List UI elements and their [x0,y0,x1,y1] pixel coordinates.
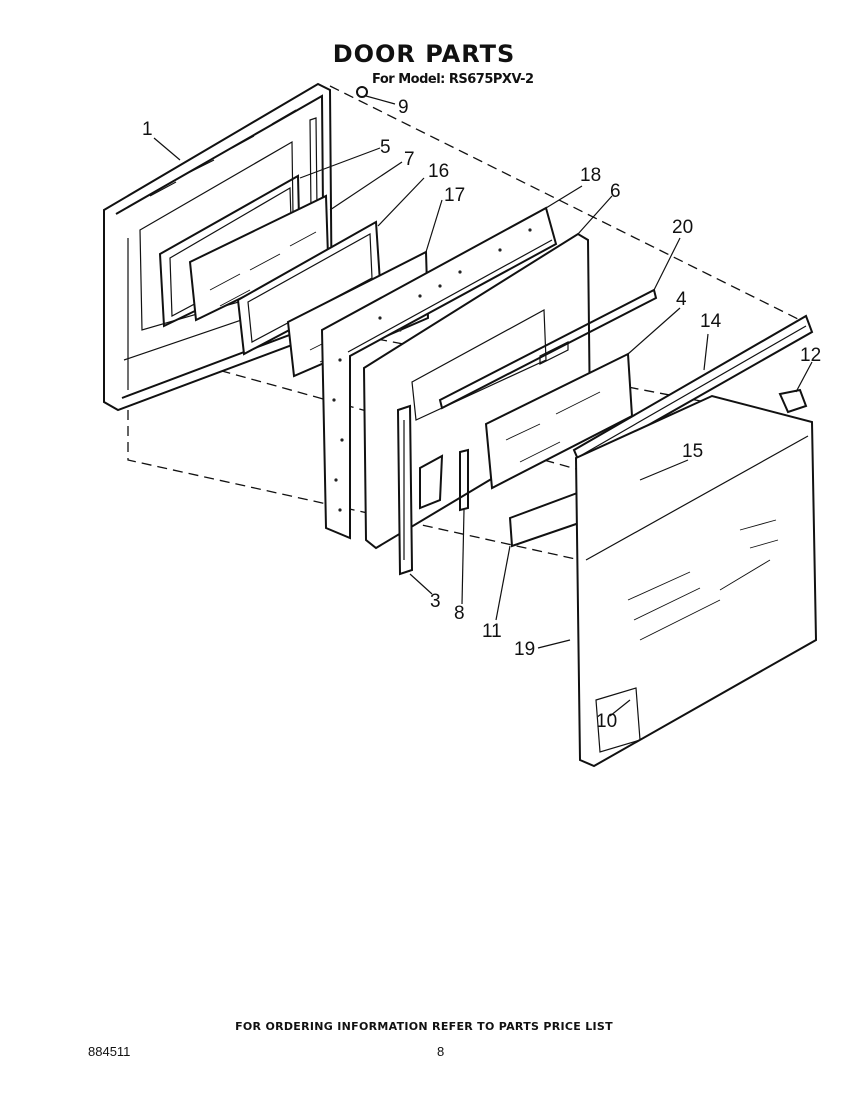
part-12-handle [778,388,808,414]
callout-15: 15 [682,441,704,462]
document-number: 884511 [88,1044,131,1059]
page-number: 8 [437,1044,445,1059]
ordering-info-note: FOR ORDERING INFORMATION REFER TO PARTS … [235,1020,613,1033]
callout-18: 18 [580,165,602,186]
callout-7: 7 [404,149,415,170]
part-20-trim [438,288,658,410]
leader-lines [153,137,813,717]
callout-4: 4 [676,289,687,310]
callout-1: 1 [142,119,153,140]
part-3-hinge [396,404,414,576]
callout-14: 14 [700,311,722,332]
callout-12: 12 [800,345,822,366]
callout-17: 17 [444,185,466,206]
part-8-latch [459,448,469,512]
callout-9: 9 [398,97,409,118]
part-19-outer-door [574,394,818,768]
callout-20: 20 [672,217,694,238]
callout-10: 10 [596,711,618,732]
callout-3: 3 [430,591,441,612]
page-title: DOOR PARTS [332,40,516,68]
part-11-plate [508,490,584,548]
model-subtitle: For Model: RS675PXV-2 [372,72,534,87]
vent-piece [419,454,444,510]
callout-8: 8 [454,603,465,624]
callout-19: 19 [514,639,536,660]
callout-6: 6 [610,181,621,202]
callout-16: 16 [428,161,450,182]
callout-11: 11 [482,621,502,642]
part-9-screw [356,86,396,105]
callout-5: 5 [380,137,391,158]
